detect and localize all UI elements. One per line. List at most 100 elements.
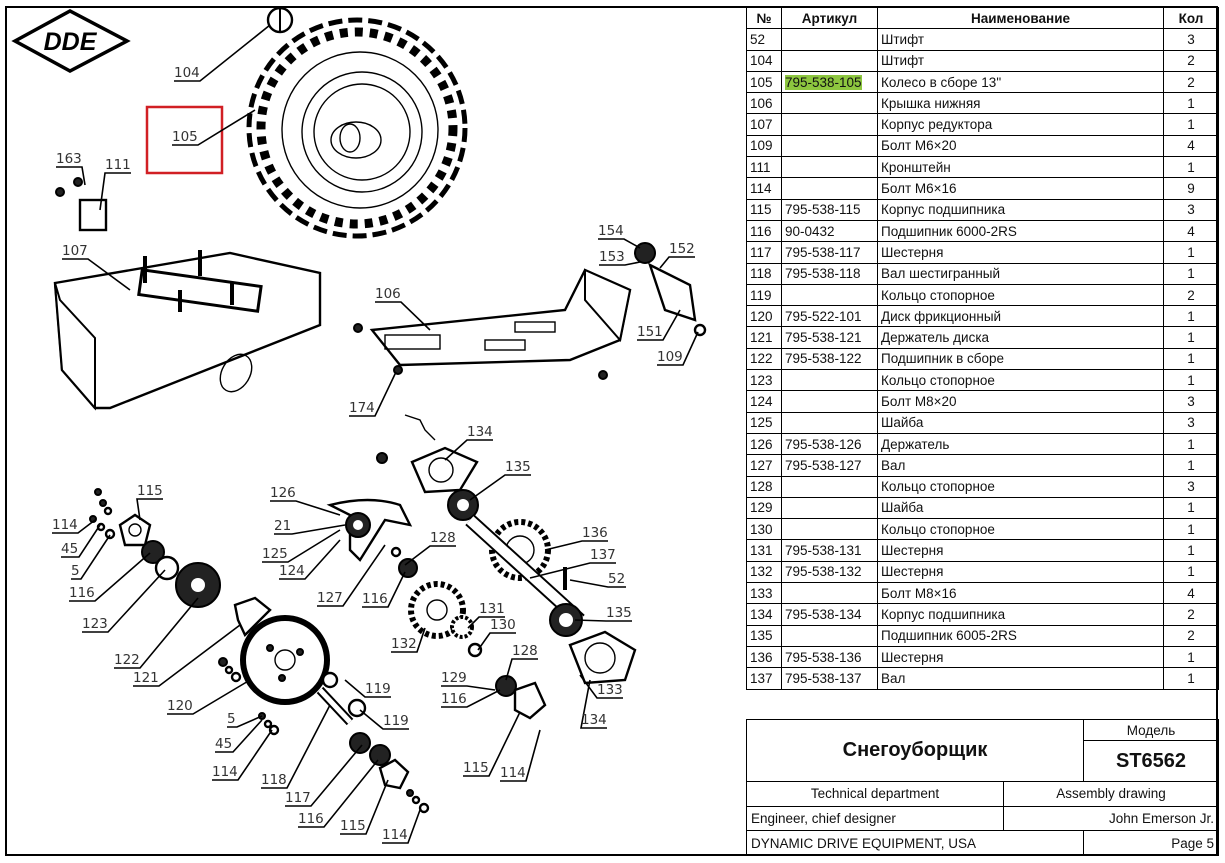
callout-5: 5 xyxy=(227,711,263,728)
row-article xyxy=(781,28,878,51)
callout-116: 116 xyxy=(441,689,501,708)
callout-21: 21 xyxy=(274,518,346,535)
callout-number: 106 xyxy=(375,286,401,302)
row-no-text: 107 xyxy=(750,117,773,133)
row-name: Болт М8×20 xyxy=(877,390,1164,413)
leader-line xyxy=(349,371,397,417)
leader-line xyxy=(544,540,608,551)
callout-number: 122 xyxy=(114,652,140,668)
row-no-text: 115 xyxy=(750,202,772,218)
row-qty-text: 4 xyxy=(1187,585,1195,601)
row-article: 795-538-134 xyxy=(781,603,878,626)
leader-line xyxy=(212,729,273,781)
row-article xyxy=(781,624,878,647)
row-name-text: Болт М6×16 xyxy=(881,181,957,197)
callout-137: 137 xyxy=(529,547,616,579)
leader-line xyxy=(274,524,346,535)
title-block: Снегоуборщик Модель ST6562 Technical dep… xyxy=(745,719,1220,856)
callout-number: 119 xyxy=(365,681,391,697)
leader-line xyxy=(574,619,632,622)
row-article: 90-0432 xyxy=(781,219,878,243)
row-no-text: 123 xyxy=(750,372,773,388)
callout-number: 114 xyxy=(382,827,408,843)
row-article xyxy=(781,475,878,498)
leader-line xyxy=(167,679,251,715)
row-no: 105 xyxy=(746,70,782,94)
leader-line xyxy=(69,552,151,602)
row-qty: 1 xyxy=(1163,369,1219,392)
leader-line xyxy=(114,597,199,669)
leader-line xyxy=(136,498,163,521)
header-qty: Кол xyxy=(1163,6,1219,30)
row-article: 795-538-137 xyxy=(781,667,878,690)
row-no: 127 xyxy=(746,454,782,477)
row-no: 116 xyxy=(746,219,782,243)
row-no-text: 127 xyxy=(750,457,773,473)
gearbox-housing-part xyxy=(53,177,322,411)
row-qty-text: 4 xyxy=(1187,223,1195,239)
leader-line xyxy=(463,711,521,777)
row-name: Кронштейн xyxy=(877,156,1164,179)
callout-number: 130 xyxy=(490,617,516,633)
callout-106: 106 xyxy=(375,286,431,331)
row-no: 122 xyxy=(746,347,782,371)
row-name: Вал шестигранный xyxy=(877,262,1164,285)
row-article: 795-538-126 xyxy=(781,432,878,456)
row-qty: 3 xyxy=(1163,411,1219,434)
callout-163: 163 xyxy=(56,151,86,186)
row-name-text: Штифт xyxy=(881,53,925,69)
callout-number: 120 xyxy=(167,698,193,714)
row-article-text: 795-522-101 xyxy=(785,308,862,324)
callout-number: 114 xyxy=(212,764,238,780)
row-article-text: 90-0432 xyxy=(785,223,835,239)
row-qty: 1 xyxy=(1163,539,1219,562)
leader-line xyxy=(261,704,331,789)
leader-line xyxy=(174,24,271,82)
callout-129: 129 xyxy=(441,670,496,691)
row-qty: 1 xyxy=(1163,347,1219,371)
callout-number: 104 xyxy=(174,65,200,81)
row-name-text: Шестерня xyxy=(881,543,944,559)
row-name: Подшипник 6005-2RS xyxy=(877,624,1164,647)
row-no: 124 xyxy=(746,390,782,413)
model-label: Модель xyxy=(1083,719,1220,741)
leader-line xyxy=(382,809,421,844)
row-no-text: 135 xyxy=(750,628,773,644)
row-qty: 1 xyxy=(1163,496,1219,520)
row-qty: 1 xyxy=(1163,113,1219,136)
leader-line xyxy=(500,729,541,782)
row-qty: 1 xyxy=(1163,454,1219,477)
row-article-text: 795-538-117 xyxy=(785,244,861,260)
row-qty: 3 xyxy=(1163,390,1219,413)
callout-116: 116 xyxy=(298,759,379,828)
row-no: 118 xyxy=(746,262,782,285)
row-name-text: Крышка нижняя xyxy=(881,95,981,111)
callout-number: 116 xyxy=(298,811,324,827)
callout-number: 152 xyxy=(669,241,695,257)
row-article-text: 795-538-127 xyxy=(785,457,862,473)
row-qty-text: 3 xyxy=(1187,393,1195,409)
row-name-text: Болт М6×20 xyxy=(881,138,957,154)
row-no-text: 111 xyxy=(750,159,771,175)
leader-line xyxy=(404,545,456,566)
company-name: DYNAMIC DRIVE EQUIPMENT, USA xyxy=(745,830,1085,856)
leader-line xyxy=(227,715,263,728)
callout-number: 115 xyxy=(463,760,489,776)
row-no: 115 xyxy=(746,198,782,221)
leader-line xyxy=(579,674,623,699)
row-no-text: 125 xyxy=(750,415,773,431)
leader-line xyxy=(375,301,431,331)
row-article xyxy=(781,369,878,392)
callout-134: 134 xyxy=(444,424,493,461)
callout-114: 114 xyxy=(52,517,96,534)
callout-130: 130 xyxy=(477,617,516,651)
